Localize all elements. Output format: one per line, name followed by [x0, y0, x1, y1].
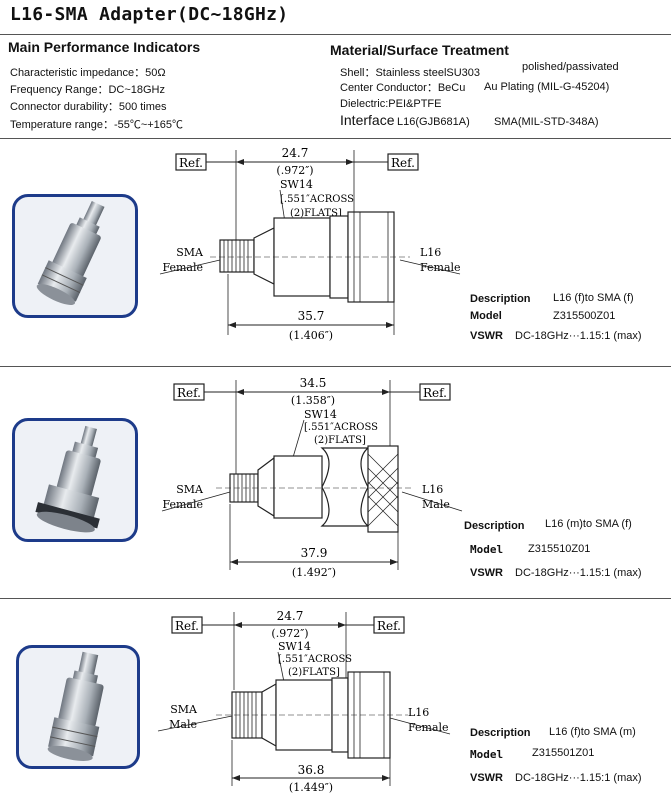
model-label-1: Model — [470, 310, 502, 322]
product-photo-1 — [12, 194, 138, 318]
material-interface-label: Interface — [340, 112, 395, 128]
left-label-2: Male — [169, 718, 197, 731]
vswr-value-1: DC-18GHz···1.15:1 (max) — [515, 330, 642, 342]
sw-across: [.551″ACROSS — [304, 422, 378, 433]
left-label-1: SMA — [176, 483, 204, 496]
right-label-2: Female — [420, 261, 461, 274]
perf-durability: Connector durability：500 times — [10, 101, 167, 113]
material-interface-l16: L16(GJB681A) — [397, 116, 470, 128]
right-label-1: L16 — [420, 246, 441, 259]
description-label-1: Description — [470, 293, 531, 305]
description-label-3: Description — [470, 727, 531, 739]
ref-text-right: Ref. — [377, 619, 401, 633]
ref-text-right: Ref. — [391, 156, 415, 170]
drawing-2: Ref. Ref. 34.5 (1.358″) SW14 [.551″ACROS… — [161, 376, 463, 579]
sw-label: SW14 — [280, 178, 313, 191]
ref-text-left: Ref. — [175, 619, 199, 633]
ref-text-left: Ref. — [177, 386, 201, 400]
product-photo-3 — [16, 645, 140, 769]
perf-frequency: Frequency Range：DC~18GHz — [10, 84, 165, 96]
vswr-label-3: VSWR — [470, 772, 503, 784]
sw-flats: (2)FLATS] — [314, 435, 366, 446]
section-divider-1 — [0, 138, 671, 139]
perf-heading: Main Performance Indicators — [8, 39, 201, 55]
right-label-1: L16 — [422, 483, 443, 496]
sw-flats: (2)FLATS] — [288, 667, 340, 678]
model-label-2: Model — [470, 543, 504, 556]
drawing-3: Ref. Ref. 24.7 (.972″) SW14 [.551″ACROSS… — [157, 609, 451, 794]
material-center-finish: Au Plating (MIL-G-45204) — [484, 81, 610, 93]
ref-text-left: Ref. — [179, 156, 203, 170]
left-label-1: SMA — [176, 246, 204, 259]
description-value-3: L16 (f)to SMA (m) — [549, 726, 636, 738]
perf-impedance: Characteristic impedance：50Ω — [10, 67, 166, 79]
sw-label: SW14 — [304, 408, 337, 421]
description-label-2: Description — [464, 520, 525, 532]
sw-label: SW14 — [278, 640, 311, 653]
dim-top-in: (.972″) — [271, 627, 308, 640]
dim-top-in: (1.358″) — [291, 394, 335, 407]
ref-text-right: Ref. — [423, 386, 447, 400]
dim-top-in: (.972″) — [276, 164, 313, 177]
sma-thread — [219, 239, 255, 273]
vswr-label-1: VSWR — [470, 330, 503, 342]
sw-across: [.551″ACROSS — [280, 194, 354, 205]
model-label-3: Model — [470, 748, 504, 761]
vswr-value-2: DC-18GHz···1.15:1 (max) — [515, 567, 642, 579]
material-shell: Shell：Stainless steelSU303 — [340, 67, 481, 79]
material-heading: Material/Surface Treatment — [330, 42, 509, 58]
drawing-1: Ref. Ref. 24.7 (.972″) SW14 [.551″ACROSS… — [159, 146, 461, 342]
material-dielectric: Dielectric:PEI&PTFE — [340, 98, 442, 110]
vswr-label-2: VSWR — [470, 567, 503, 579]
dim-bottom-in: (1.406″) — [289, 329, 333, 342]
section-divider-2 — [0, 366, 671, 367]
page-title: L16-SMA Adapter(DC~18GHz) — [10, 4, 289, 25]
model-value-1: Z315500Z01 — [553, 310, 616, 322]
dim-bottom: 37.9 — [301, 546, 328, 560]
section-divider-3 — [0, 598, 671, 599]
right-label-1: L16 — [408, 706, 429, 719]
model-value-3: Z315501Z01 — [532, 747, 595, 759]
vswr-value-3: DC-18GHz···1.15:1 (max) — [515, 772, 642, 784]
right-label-2: Male — [422, 498, 450, 511]
dim-top: 24.7 — [282, 146, 309, 160]
model-value-2: Z315510Z01 — [528, 543, 591, 555]
sw-across: [.551″ACROSS — [278, 654, 352, 665]
material-shell-finish: polished/passivated — [522, 61, 619, 73]
material-center: Center Conductor：BeCu — [340, 82, 466, 94]
sw-flats: (2)FLATS] — [290, 208, 342, 219]
description-value-2: L16 (m)to SMA (f) — [545, 518, 632, 530]
dim-bottom: 36.8 — [298, 763, 325, 777]
perf-temperature: Temperature range：-55℃~+165℃ — [10, 119, 184, 131]
description-value-1: L16 (f)to SMA (f) — [553, 292, 634, 304]
title-divider — [0, 34, 671, 35]
dim-top: 24.7 — [277, 609, 304, 623]
material-interface-sma: SMA(MIL-STD-348A) — [494, 116, 599, 128]
product-photo-2 — [12, 418, 138, 542]
dim-bottom-in: (1.449″) — [289, 781, 333, 794]
left-label-1: SMA — [170, 703, 198, 716]
dim-bottom-in: (1.492″) — [292, 566, 336, 579]
dim-top: 34.5 — [300, 376, 327, 390]
dim-bottom: 35.7 — [298, 309, 325, 323]
